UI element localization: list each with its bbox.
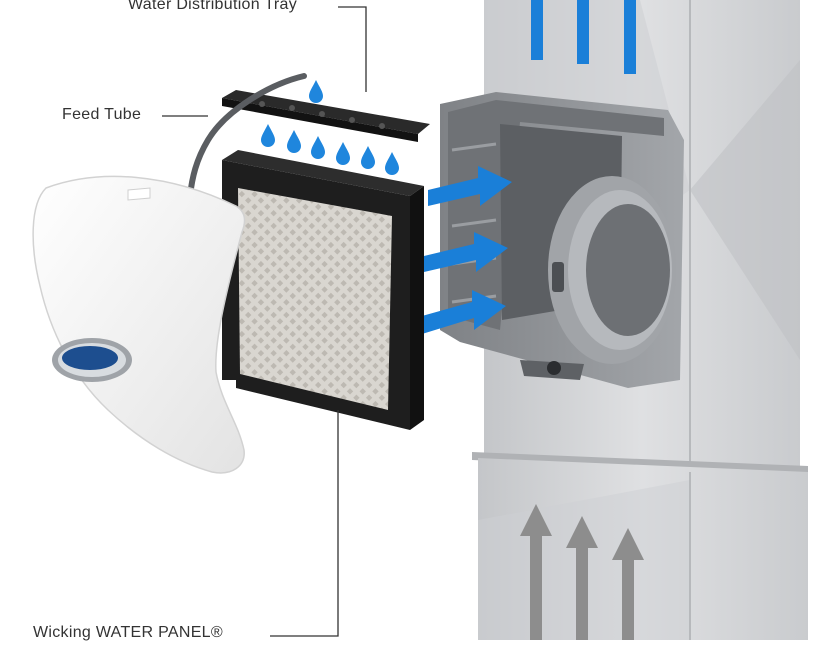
water-droplet-icon [385, 152, 399, 175]
leader-lines [162, 6, 367, 637]
arrow-right-icon [428, 166, 512, 206]
arrow-up-icon [612, 528, 644, 640]
arrow-up-icon [577, 0, 589, 64]
front-cover [32, 175, 246, 474]
arrow-up-icon [566, 516, 598, 640]
arrow-right-icon [422, 290, 506, 334]
arrow-up-icon [624, 0, 636, 74]
leader-line-tray [338, 6, 367, 92]
arrow-right-icon [424, 232, 508, 272]
water-droplet-icon [311, 136, 325, 159]
return-air-arrows [520, 504, 644, 640]
water-panel [222, 150, 424, 430]
feed-tube [187, 73, 307, 199]
label-wicking-water-panel: Wicking WATER PANEL® [33, 624, 223, 641]
water-distribution-tray [222, 90, 430, 142]
water-droplet-icon [287, 130, 301, 153]
leader-line-water-panel [270, 410, 339, 637]
label-feed-tube: Feed Tube [62, 106, 142, 123]
water-droplet-icon [361, 146, 375, 169]
outlet-collar [548, 176, 676, 364]
water-droplet-icon [336, 142, 350, 165]
airflow-up-arrows [531, 0, 636, 74]
water-droplets [261, 80, 399, 175]
arrow-up-icon [531, 0, 543, 60]
label-water-distribution-tray: Water Distribution Tray [128, 0, 298, 13]
airflow-into-housing [422, 166, 512, 334]
water-droplet-icon [261, 124, 275, 147]
humidifier-housing [440, 92, 684, 388]
water-droplet-icon [309, 80, 323, 103]
arrow-up-icon [520, 504, 552, 640]
